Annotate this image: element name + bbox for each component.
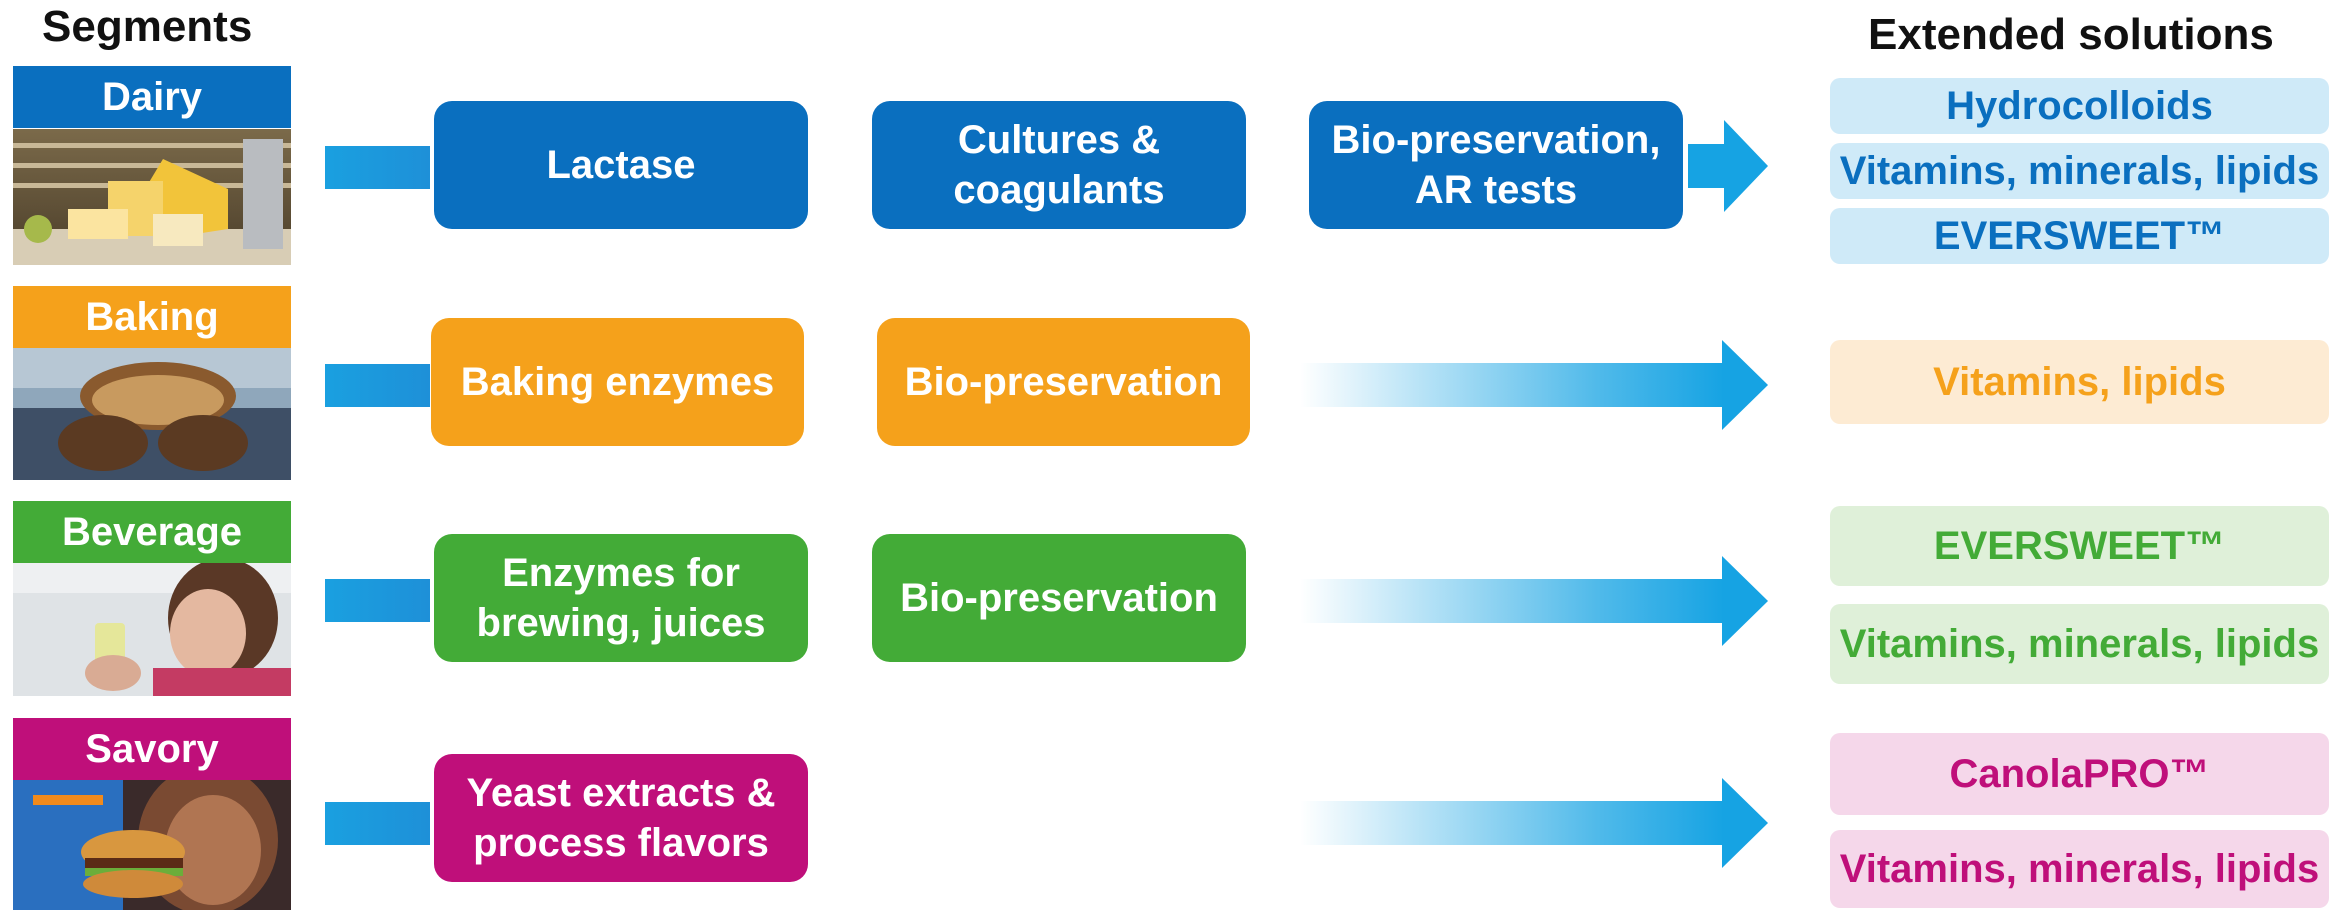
bread-photo: [13, 348, 291, 480]
dairy-cultures-box: Cultures & coagulants: [872, 101, 1246, 229]
savory-yeast-extracts-box: Yeast extracts & process flavors: [434, 754, 808, 882]
segments-heading: Segments: [42, 2, 253, 51]
segment-label-dairy: Dairy: [13, 66, 291, 128]
segment-label-beverage: Beverage: [13, 501, 291, 563]
baking-enzymes-box: Baking enzymes: [431, 318, 804, 446]
dairy-arrow-icon: [1688, 120, 1768, 212]
extended-solutions-heading: Extended solutions: [1868, 10, 2274, 59]
beverage-enzymes-box: Enzymes for brewing, juices: [434, 534, 808, 662]
burger-photo: [13, 780, 291, 910]
segment-label-baking: Baking: [13, 286, 291, 348]
savory-ext-canolapro: CanolaPRO™: [1830, 733, 2329, 815]
savory-arrow-icon: [1300, 778, 1768, 868]
baking-arrow-icon: [1300, 340, 1768, 430]
beverage-connector: [325, 579, 430, 622]
drinking-woman-photo: [13, 563, 291, 696]
dairy-connector: [325, 146, 430, 189]
dairy-ext-eversweet: EVERSWEET™: [1830, 208, 2329, 264]
dairy-biopreservation-box: Bio-preservation, AR tests: [1309, 101, 1683, 229]
baking-connector: [325, 364, 430, 407]
baking-ext-vitamins: Vitamins, lipids: [1830, 340, 2329, 424]
beverage-ext-eversweet: EVERSWEET™: [1830, 506, 2329, 586]
beverage-biopreservation-box: Bio-preservation: [872, 534, 1246, 662]
beverage-arrow-icon: [1300, 556, 1768, 646]
segment-label-savory: Savory: [13, 718, 291, 780]
savory-connector: [325, 802, 430, 845]
cheese-photo: [13, 129, 291, 265]
dairy-ext-vitamins: Vitamins, minerals, lipids: [1830, 143, 2329, 199]
beverage-ext-vitamins: Vitamins, minerals, lipids: [1830, 604, 2329, 684]
savory-ext-vitamins: Vitamins, minerals, lipids: [1830, 830, 2329, 908]
dairy-ext-hydrocolloids: Hydrocolloids: [1830, 78, 2329, 134]
dairy-lactase-box: Lactase: [434, 101, 808, 229]
baking-biopreservation-box: Bio-preservation: [877, 318, 1250, 446]
